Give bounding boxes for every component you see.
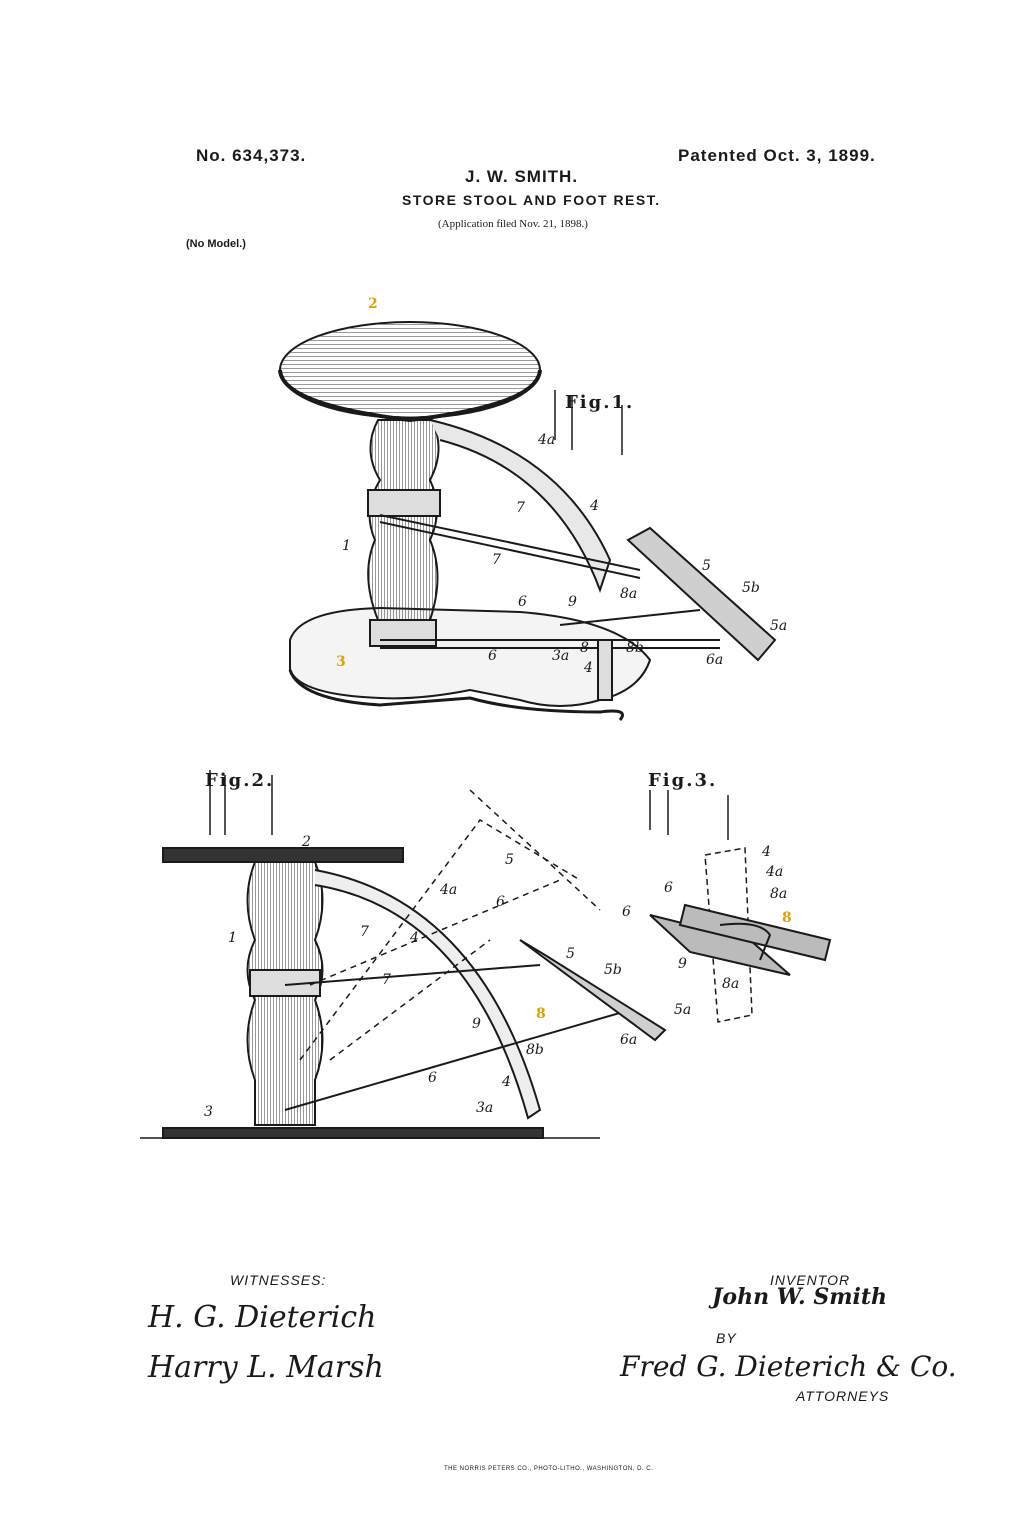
fig2-ref-8: 8 [536, 1006, 546, 1022]
fig2-ref-5a: 5a [674, 1002, 692, 1018]
attorneys-label: ATTORNEYS [796, 1388, 890, 1404]
fig3-ref-4: 4 [762, 844, 771, 860]
model-note: (No Model.) [186, 238, 246, 250]
by-label: BY [716, 1330, 737, 1346]
figure-2-label: Fig.2. [205, 770, 275, 791]
fig2-ref-3: 3 [204, 1104, 213, 1120]
fig1-ref-9: 9 [568, 594, 577, 610]
patent-number: No. 634,373. [196, 146, 307, 165]
inventor-name-heading: J. W. SMITH. [465, 167, 579, 186]
inventor-signature: John W. Smith [712, 1284, 888, 1310]
fig2-ref-5b: 5 [566, 946, 575, 962]
fig1-ref-2: 2 [368, 296, 378, 312]
fig2-ref-5: 5 [505, 852, 514, 868]
application-date: (Application filed Nov. 21, 1898.) [438, 218, 588, 230]
fig1-ref-4: 4 [590, 498, 599, 514]
fig1-ref-5b: 5b [742, 580, 760, 596]
figure-3-label: Fig.3. [648, 770, 718, 791]
fig1-ref-8a: 8a [620, 586, 638, 602]
figure-1-label: Fig.1. [565, 392, 635, 413]
fig1-ref-7b: 7 [492, 552, 501, 568]
fig1-ref-6b: 6 [488, 648, 497, 664]
fig1-ref-4a: 4a [538, 432, 556, 448]
fig2-ref-8b: 8b [526, 1042, 544, 1058]
fig1-ref-1: 1 [342, 538, 351, 554]
fig2-ref-4: 4 [410, 930, 419, 946]
fig3-ref-8: 8 [782, 910, 792, 926]
attorney-signature: Fred G. Dieterich & Co. [620, 1350, 957, 1383]
printer-credit: THE NORRIS PETERS CO., PHOTO-LITHO., WAS… [444, 1466, 654, 1472]
fig1-ref-8: 8 [580, 640, 589, 656]
fig2-ref-6a: 6a [620, 1032, 638, 1048]
fig1-ref-8b: 8b [626, 640, 644, 656]
fig1-ref-4b: 4 [584, 660, 593, 676]
fig2-ref-9: 9 [472, 1016, 481, 1032]
fig1-ref-6: 6 [518, 594, 527, 610]
figure-2-drawing [140, 770, 667, 1139]
fig1-ref-7: 7 [516, 500, 525, 516]
fig2-ref-4b: 4 [502, 1074, 511, 1090]
fig1-ref-5: 5 [702, 558, 711, 574]
figure-3-drawing [649, 790, 832, 1023]
fig1-ref-3: 3 [336, 654, 346, 670]
fig2-ref-6: 6 [496, 894, 505, 910]
fig1-ref-5a: 5a [770, 618, 788, 634]
fig3-ref-8a: 8a [770, 886, 788, 902]
fig2-ref-2: 2 [302, 834, 311, 850]
fig3-ref-4a: 4a [766, 864, 784, 880]
fig3-ref-9: 9 [678, 956, 687, 972]
witness-2-signature: Harry L. Marsh [148, 1350, 384, 1385]
fig1-ref-6a: 6a [706, 652, 724, 668]
fig3-ref-8a-lower: 8a [722, 976, 740, 992]
fig2-ref-4a: 4a [440, 882, 458, 898]
patent-date: Patented Oct. 3, 1899. [678, 146, 876, 165]
figure-1-drawing [278, 321, 777, 721]
inventor-label: INVENTOR [770, 1272, 851, 1288]
fig2-ref-3a: 3a [476, 1100, 494, 1116]
fig1-ref-3a: 3a [552, 648, 570, 664]
witnesses-label: WITNESSES: [230, 1272, 327, 1288]
fig2-ref-1: 1 [228, 930, 237, 946]
fig2-ref-6b: 6 [428, 1070, 437, 1086]
fig3-ref-6b: 6 [622, 904, 631, 920]
fig2-ref-5bb: 5b [604, 962, 622, 978]
witness-1-signature: H. G. Dieterich [148, 1300, 377, 1335]
fig2-ref-7: 7 [360, 924, 369, 940]
fig3-ref-6: 6 [664, 880, 673, 896]
patent-title: STORE STOOL AND FOOT REST. [402, 192, 661, 208]
fig2-ref-7b: 7 [382, 972, 391, 988]
